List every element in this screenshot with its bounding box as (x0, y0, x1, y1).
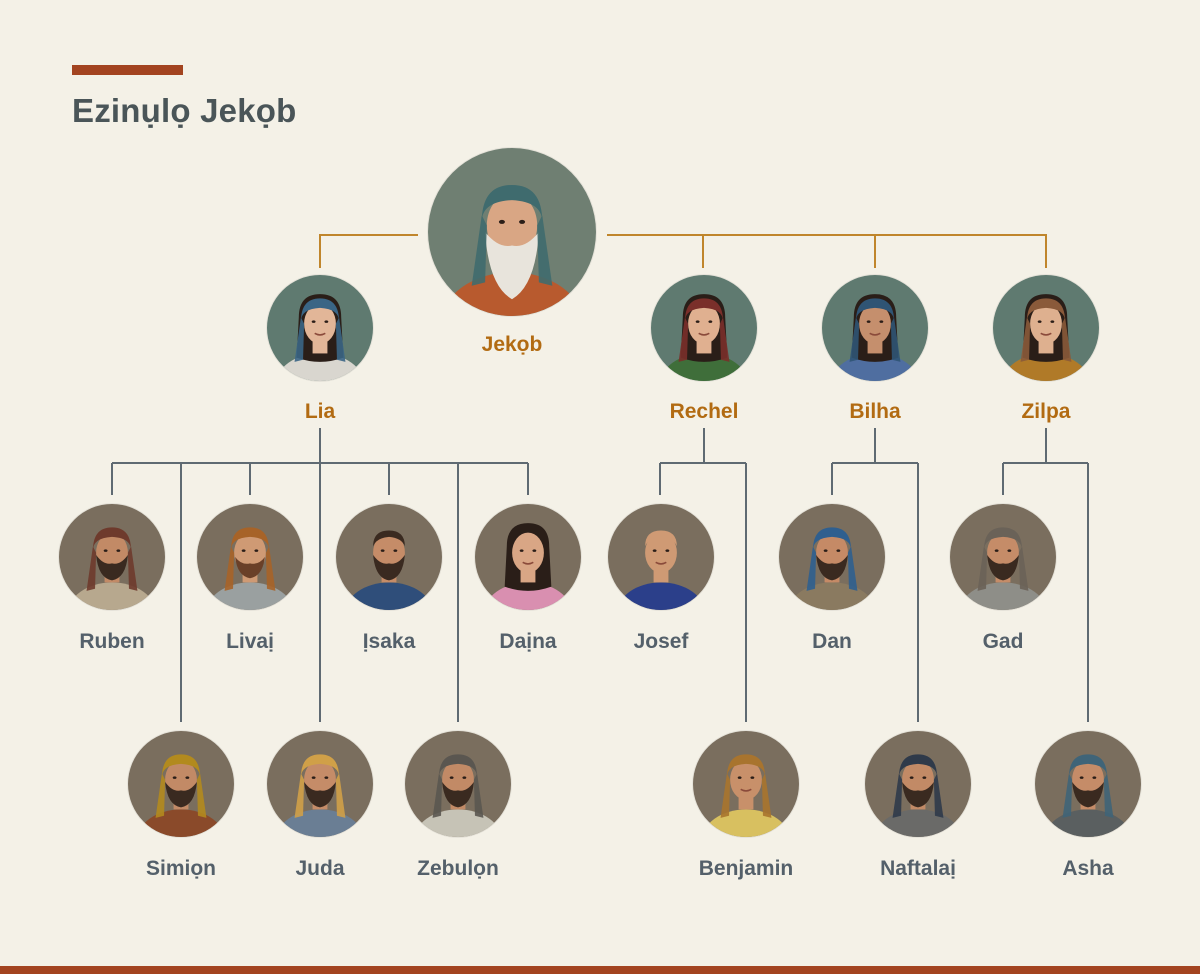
title-accent-bar (72, 65, 183, 75)
name-rechel: Rechel (669, 400, 739, 423)
portrait-simion (128, 731, 234, 837)
portrait-isaka (336, 504, 442, 610)
name-benjamin: Benjamin (698, 857, 794, 880)
portrait-naftalai (865, 731, 971, 837)
name-lia: Lia (304, 400, 336, 423)
portrait-livai (197, 504, 303, 610)
portrait-daina (475, 504, 581, 610)
name-isaka: Ịsaka (362, 630, 416, 653)
portrait-asha (1035, 731, 1141, 837)
name-dan: Dan (812, 630, 852, 653)
name-juda: Juda (295, 857, 345, 880)
name-asha: Asha (1062, 857, 1114, 880)
name-gad: Gad (982, 630, 1024, 653)
name-simion: Simiọn (145, 857, 216, 880)
name-josef: Josef (633, 630, 689, 653)
name-livai: Livaị (226, 630, 274, 653)
portrait-josef (608, 504, 714, 610)
name-zilpa: Zilpa (1021, 400, 1071, 423)
portrait-gad (950, 504, 1056, 610)
portrait-zilpa (993, 275, 1099, 381)
portrait-rechel (651, 275, 757, 381)
name-naftalai: Naftalaị (880, 857, 956, 880)
portrait-dan (779, 504, 885, 610)
bottom-accent-rule (0, 966, 1200, 974)
portrait-zebulon (405, 731, 511, 837)
name-bilha: Bilha (849, 400, 901, 423)
children-connectors (111, 428, 1089, 722)
portrait-juda (267, 731, 373, 837)
portrait-ruben (59, 504, 165, 610)
name-jacob: Jekọb (481, 333, 543, 356)
name-daina: Daịna (499, 630, 557, 653)
name-ruben: Ruben (79, 630, 145, 653)
portrait-benjamin (693, 731, 799, 837)
name-zebulon: Zebulọn (417, 857, 499, 880)
page-title: Ezinụlọ Jekọb (72, 92, 297, 129)
portrait-jacob (428, 148, 596, 316)
portrait-lia (267, 275, 373, 381)
spouse-connectors (319, 234, 1047, 268)
portrait-bilha (822, 275, 928, 381)
